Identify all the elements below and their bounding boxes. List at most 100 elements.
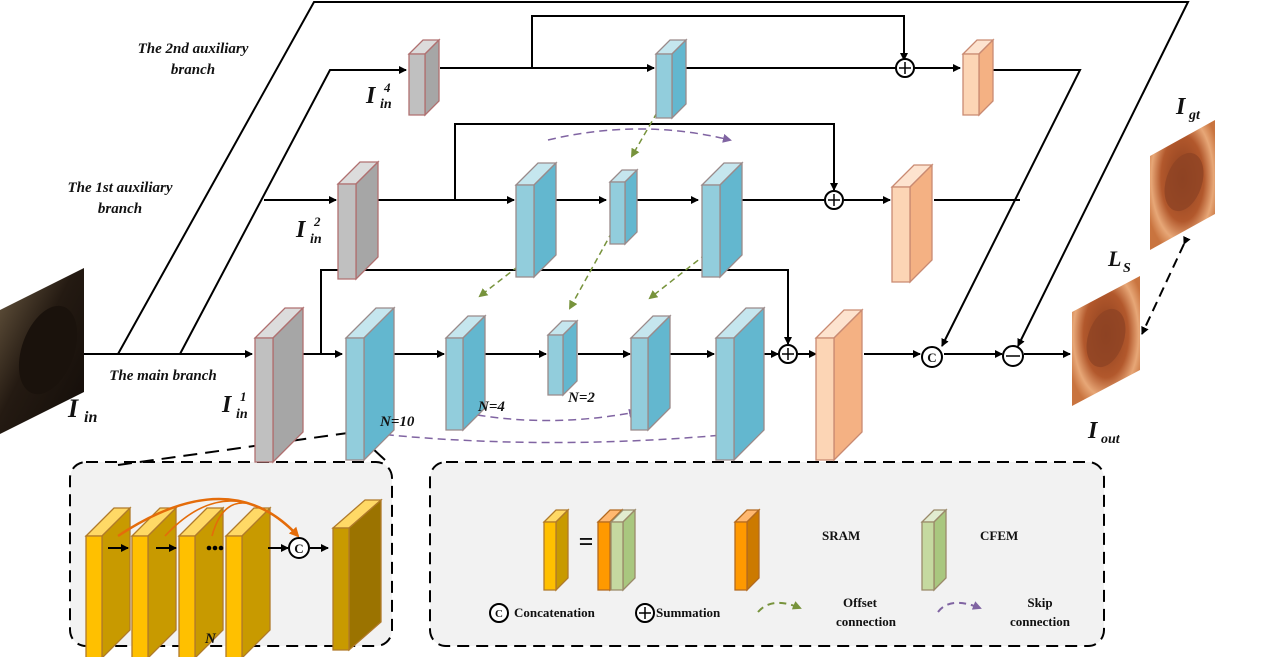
svg-text:I: I: [1087, 418, 1099, 444]
block-input-quarter-side: [424, 38, 440, 117]
offset-connection-4: [648, 253, 707, 300]
svg-text:I: I: [1175, 94, 1187, 120]
block-row2-decoder: [700, 161, 744, 279]
row4-output-line: [941, 69, 1082, 347]
svg-text:C: C: [294, 541, 303, 556]
ground-truth-image: [1150, 120, 1215, 250]
second-aux-routing-line: [117, 1, 1190, 355]
legend-sram-block-side: [746, 508, 760, 592]
block-input-quarter-front: [408, 53, 426, 116]
first-aux-branch-label-line1: The 1st auxiliary: [67, 180, 172, 196]
dense-output-block: [331, 498, 383, 652]
block-row2-output-front: [891, 186, 911, 283]
block-label-n2: N=2: [567, 390, 595, 406]
block-main-bottleneck: [546, 319, 579, 397]
L-s-label: L S: [1107, 246, 1131, 276]
block-main-decoder1: [714, 306, 766, 462]
svg-text:I: I: [295, 217, 307, 243]
block-main-output: [814, 308, 864, 462]
block-main-encoder2: [444, 314, 487, 432]
block-main-encoder1-front: [345, 337, 365, 461]
second-aux-branch-label-line2: branch: [171, 62, 215, 78]
block-main-decoder2: [629, 314, 672, 432]
block-input-half-front: [337, 183, 357, 280]
dense-layer-3: [177, 506, 225, 657]
legend-panel: [429, 461, 1105, 647]
legend-skip-arrow-icon: [937, 601, 982, 613]
dense-connection-curve-3: [211, 502, 299, 537]
sum-operator-row2: [824, 190, 844, 210]
second-aux-branch-label-line1: The 2nd auxiliary: [138, 41, 249, 57]
svg-text:in: in: [310, 232, 322, 247]
block-row2-encoder-front: [515, 184, 535, 278]
I-in-label: I in: [67, 394, 97, 426]
dense-output-block-front: [332, 527, 350, 651]
block-row4-encoder: [654, 38, 688, 120]
legend-rcab-block: [542, 508, 570, 592]
output-image: [1072, 276, 1140, 406]
concat-symbol: C: [927, 350, 936, 365]
block-row2-middle-side: [624, 168, 638, 246]
row2-residual-line: [454, 123, 838, 200]
I-in4-label: I in 4: [365, 80, 392, 112]
svg-text:1: 1: [240, 389, 247, 404]
block-main-output-front: [815, 337, 835, 461]
main-branch-label: The main branch: [109, 368, 217, 384]
offset-connection-3: [569, 231, 613, 310]
legend-cfem-part-side: [622, 508, 636, 592]
svg-text:gt: gt: [1188, 108, 1201, 123]
block-main-encoder1: [344, 306, 396, 462]
legend-offset-label-line1: Offset: [843, 595, 878, 610]
block-row4-output: [961, 38, 995, 117]
block-row2-encoder: [514, 161, 558, 279]
block-main-decoder2-front: [630, 337, 649, 431]
loss-arrow: [1141, 235, 1191, 335]
dense-layer-2-front: [131, 535, 149, 657]
row4-residual-line: [531, 15, 908, 68]
block-main-decoder1-front: [715, 337, 735, 461]
block-row4-output-front: [962, 53, 980, 116]
block-row2-middle-front: [609, 181, 626, 245]
legend-equals: =: [579, 527, 594, 556]
concat-operator-main: C: [921, 346, 943, 368]
dense-layer-1-front: [85, 535, 103, 657]
I-gt-label: I gt: [1175, 94, 1201, 123]
legend-rcab-block-front: [543, 521, 557, 591]
sum-operator-main: [778, 344, 798, 364]
block-input-full-front: [254, 337, 274, 463]
block-row4-output-side: [978, 38, 994, 117]
block-main-encoder2-front: [445, 337, 464, 431]
legend-offset-arrow-icon: [757, 601, 802, 613]
skip-connection-main-outer: [359, 430, 736, 444]
legend-concat-icon: C: [489, 603, 509, 623]
legend-sram-part-front: [597, 521, 611, 591]
zoom-callout-line-left: [117, 431, 356, 466]
sum-operator-row4: [895, 58, 915, 78]
I-in1-label: I in 1: [221, 389, 248, 422]
legend-skip-label-line1: Skip: [1027, 595, 1052, 610]
dense-concat-operator: C: [288, 537, 310, 559]
legend-offset-label-line2: connection: [836, 614, 897, 629]
legend-cfem-part-front: [610, 521, 624, 591]
minus-operator: [1002, 345, 1024, 367]
skip-connection-main-inner: [451, 408, 638, 422]
legend-sram-label: SRAM: [822, 528, 860, 543]
dense-layer-3-front: [178, 535, 196, 657]
legend-skip-label-line2: connection: [1010, 614, 1071, 629]
dense-layer-1: [84, 506, 132, 657]
legend-cfem-block: [920, 508, 948, 592]
legend-sram-block-front: [734, 521, 748, 591]
main-residual-line: [320, 269, 792, 354]
legend-rcab-block-side: [555, 508, 569, 592]
skip-connection-row2: [547, 128, 732, 143]
svg-text:4: 4: [383, 80, 391, 95]
block-row2-decoder-front: [701, 184, 721, 278]
dense-layer-4: [224, 506, 272, 657]
block-input-full: [253, 306, 305, 464]
block-row4-encoder-side: [671, 38, 687, 120]
svg-text:2: 2: [313, 214, 321, 229]
I-in2-label: I in 2: [295, 214, 322, 247]
quarter-scale-input-line: [179, 66, 407, 355]
block-label-n4: N=4: [477, 399, 505, 415]
